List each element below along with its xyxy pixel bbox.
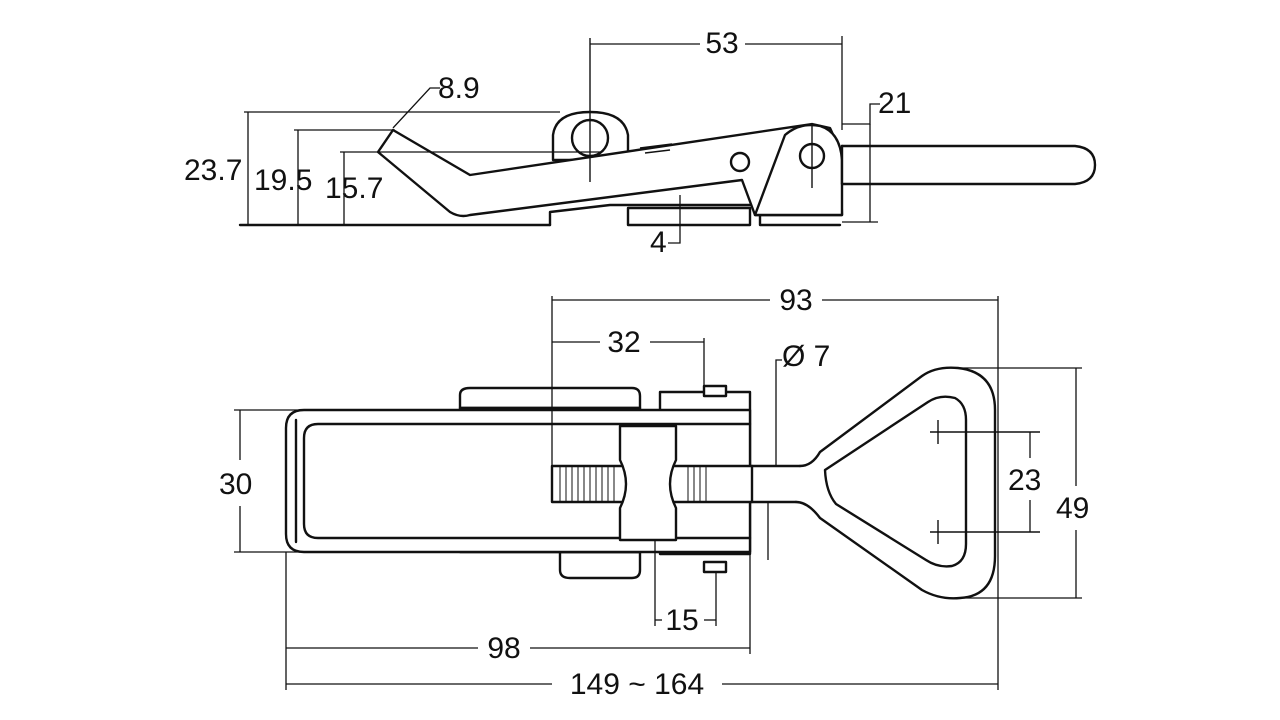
dim-30-label: 30	[219, 468, 252, 501]
side-tension-rod	[840, 144, 1097, 186]
plan-u-bolt-inner	[823, 395, 968, 568]
dim-53-label: 53	[705, 27, 738, 60]
dim-98-label: 98	[487, 632, 520, 665]
dim-dia-7-label: Ø 7	[782, 340, 830, 373]
dim-15-7-label: 15.7	[325, 172, 383, 205]
dim-21-leader	[842, 103, 880, 125]
side-thread-mark	[639, 143, 673, 149]
side-thread-mark-2	[644, 149, 671, 154]
dim-93-label: 93	[779, 284, 812, 317]
plan-hinge-pin-bottom	[702, 560, 728, 574]
side-rivet-hole	[729, 151, 751, 173]
plan-hinge-pin-top	[702, 384, 728, 398]
plan-rod-extension	[752, 466, 848, 520]
dim-8-9-leader	[392, 87, 440, 129]
plan-thread-hatch	[559, 467, 707, 501]
plan-view: 93 32 Ø 7 30 23 49 15	[219, 284, 1089, 701]
dim-21-label: 21	[878, 87, 911, 120]
side-catch-plate	[626, 206, 752, 227]
dim-23-7-label: 23.7	[184, 154, 242, 187]
dim-8-9-label: 8.9	[438, 72, 480, 105]
side-base-plate	[548, 203, 842, 227]
dim-19-5-label: 19.5	[254, 164, 312, 197]
dim-15-label: 15	[665, 604, 698, 637]
plan-adjusting-nut	[618, 424, 678, 542]
dim-4-label: 4	[650, 226, 667, 259]
plan-base-plate-bottom	[558, 550, 642, 580]
dim-dia-7-leader	[775, 359, 782, 466]
side-view: 53 8.9 21 23.7 19.5 15.7 4	[184, 27, 1097, 259]
dim-total-label: 149 ~ 164	[570, 668, 704, 701]
dim-4-leader	[668, 195, 681, 244]
plan-u-bolt-outer	[794, 366, 997, 600]
dim-32-label: 32	[607, 326, 640, 359]
plan-lever-inner	[302, 422, 752, 540]
dim-49-label: 49	[1056, 492, 1089, 525]
dim-23-label: 23	[1008, 464, 1041, 497]
plan-base-plate-top	[458, 386, 642, 410]
